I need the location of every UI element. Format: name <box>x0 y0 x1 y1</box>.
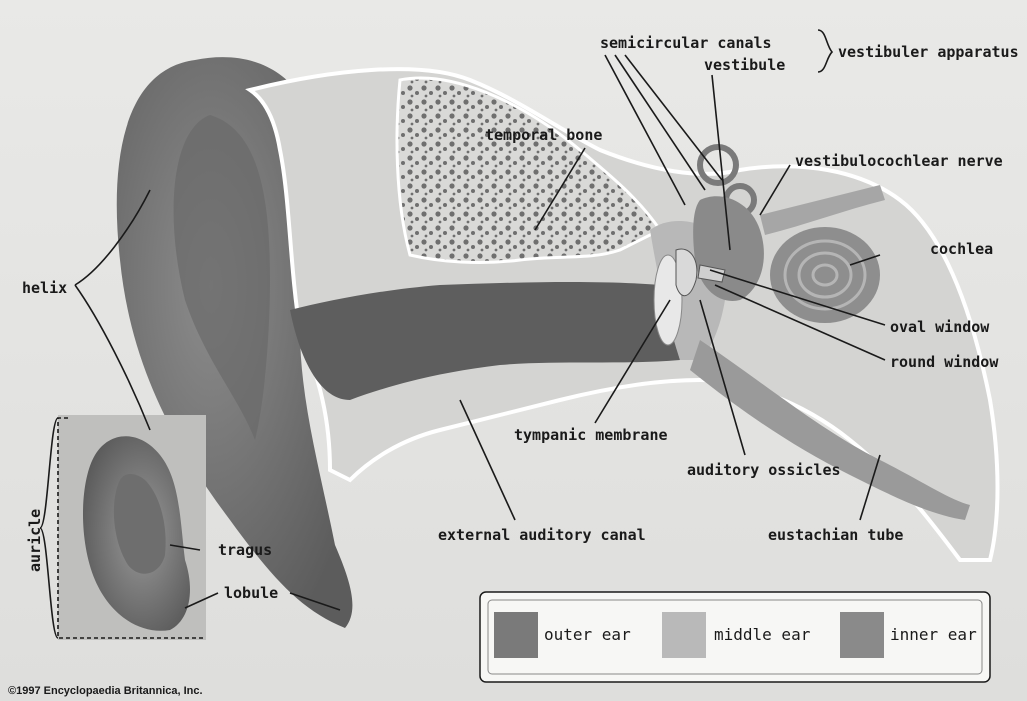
auricle-photo-inset <box>58 415 206 640</box>
label-eustachian-tube: eustachian tube <box>768 526 903 544</box>
label-semicircular-canals: semicircular canals <box>600 34 772 52</box>
legend-label-outer: outer ear <box>544 625 631 644</box>
vestibular-brace <box>818 30 832 72</box>
label-helix: helix <box>22 279 67 297</box>
legend: outer ear middle ear inner ear <box>480 592 990 682</box>
copyright-notice: ©1997 Encyclopaedia Britannica, Inc. <box>8 685 203 697</box>
label-tympanic-membrane: tympanic membrane <box>514 426 668 444</box>
legend-swatch-middle <box>662 612 706 658</box>
label-tragus: tragus <box>218 541 272 559</box>
label-oval-window: oval window <box>890 318 990 336</box>
cochlea-shape <box>770 227 880 323</box>
label-round-window: round window <box>890 353 999 371</box>
legend-swatch-inner <box>840 612 884 658</box>
label-temporal-bone: temporal bone <box>485 126 602 144</box>
legend-label-inner: inner ear <box>890 625 977 644</box>
label-auditory-ossicles: auditory ossicles <box>687 461 841 479</box>
label-vestibular-apparatus: vestibuler apparatus <box>838 43 1019 61</box>
label-lobule: lobule <box>224 584 278 602</box>
label-external-auditory-canal: external auditory canal <box>438 526 646 544</box>
legend-label-middle: middle ear <box>714 625 811 644</box>
label-cochlea: cochlea <box>930 240 993 258</box>
label-vestibule: vestibule <box>704 56 785 74</box>
legend-swatch-outer <box>494 612 538 658</box>
label-auricle: auricle <box>26 509 44 572</box>
label-vestibulocochlear-nerve: vestibulocochlear nerve <box>795 152 1003 170</box>
